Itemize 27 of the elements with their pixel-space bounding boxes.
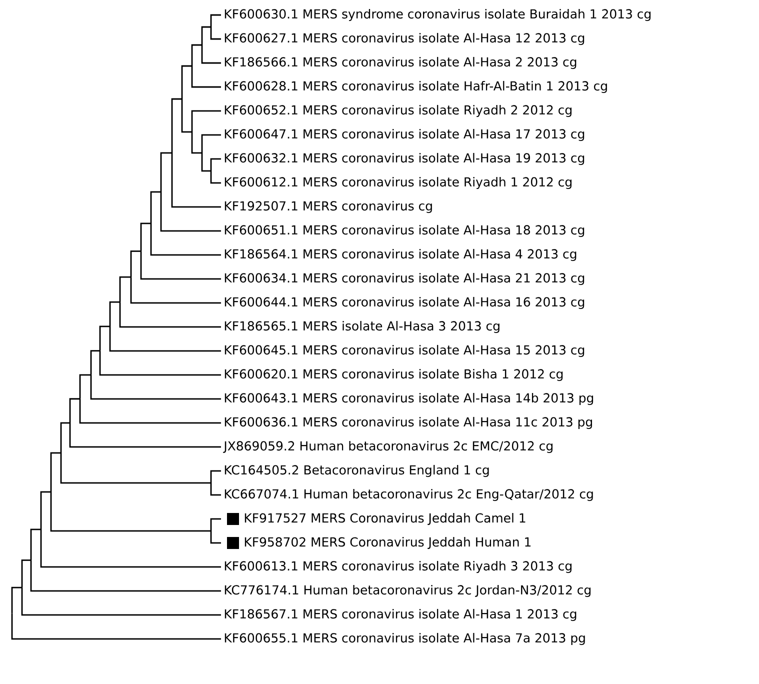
taxon-label: KF186565.1 MERS isolate Al-Hasa 3 2013 cg bbox=[224, 320, 500, 334]
taxon-label: KF600643.1 MERS coronavirus isolate Al-Hasa 14b 2013 pg bbox=[224, 392, 594, 406]
taxon-label: KF600634.1 MERS coronavirus isolate Al-Hasa 21 2013 cg bbox=[224, 272, 584, 286]
taxon-label: KF600628.1 MERS coronavirus isolate Hafr-Al-Batin 1 2013 cg bbox=[224, 80, 607, 94]
taxon-label: KF600652.1 MERS coronavirus isolate Riyadh 2 2012 cg bbox=[224, 104, 572, 118]
taxon-label: KF600655.1 MERS coronavirus isolate Al-Hasa 7a 2013 pg bbox=[224, 632, 585, 646]
taxon-label: KF600620.1 MERS coronavirus isolate Bisha 1 2012 cg bbox=[224, 368, 563, 382]
taxon-label: KC164505.2 Betacoronavirus England 1 cg bbox=[224, 464, 489, 478]
taxon-label: KF600612.1 MERS coronavirus isolate Riyadh 1 2012 cg bbox=[224, 176, 572, 190]
taxon-label: KC776174.1 Human betacoronavirus 2c Jordan-N3/2012 cg bbox=[224, 584, 591, 598]
taxon-label: KF600632.1 MERS coronavirus isolate Al-Hasa 19 2013 cg bbox=[224, 152, 584, 166]
taxon-label: KF186566.1 MERS coronavirus isolate Al-Hasa 2 2013 cg bbox=[224, 56, 576, 70]
taxon-label: KF600644.1 MERS coronavirus isolate Al-Hasa 16 2013 cg bbox=[224, 296, 584, 310]
taxon-label: KF186564.1 MERS coronavirus isolate Al-Hasa 4 2013 cg bbox=[224, 248, 576, 262]
taxon-label: JX869059.2 Human betacoronavirus 2c EMC/2012 cg bbox=[223, 440, 552, 454]
taxon-label: KF917527 MERS Coronavirus Jeddah Camel 1 bbox=[244, 513, 526, 525]
taxon-label: KF600627.1 MERS coronavirus isolate Al-Hasa 12 2013 cg bbox=[224, 32, 584, 46]
taxon-label: KF186567.1 MERS coronavirus isolate Al-Hasa 1 2013 cg bbox=[224, 608, 576, 622]
taxon-label: KF958702 MERS Coronavirus Jeddah Human 1 bbox=[244, 537, 531, 549]
taxon-label: KC667074.1 Human betacoronavirus 2c Eng-Qatar/2012 cg bbox=[224, 488, 593, 502]
taxon-label: KF600651.1 MERS coronavirus isolate Al-Hasa 18 2013 cg bbox=[224, 224, 584, 238]
taxon-label: KF192507.1 MERS coronavirus cg bbox=[224, 200, 432, 214]
taxon-label: KF600630.1 MERS syndrome coronavirus isolate Buraidah 1 2013 cg bbox=[224, 8, 651, 22]
taxon-label: KF600645.1 MERS coronavirus isolate Al-Hasa 15 2013 cg bbox=[224, 344, 584, 358]
taxon-label: KF600636.1 MERS coronavirus isolate Al-Hasa 11c 2013 pg bbox=[224, 416, 592, 430]
taxon-label: KF600613.1 MERS coronavirus isolate Riyadh 3 2013 cg bbox=[224, 560, 572, 574]
taxon-label: KF600647.1 MERS coronavirus isolate Al-Hasa 17 2013 cg bbox=[224, 128, 584, 142]
